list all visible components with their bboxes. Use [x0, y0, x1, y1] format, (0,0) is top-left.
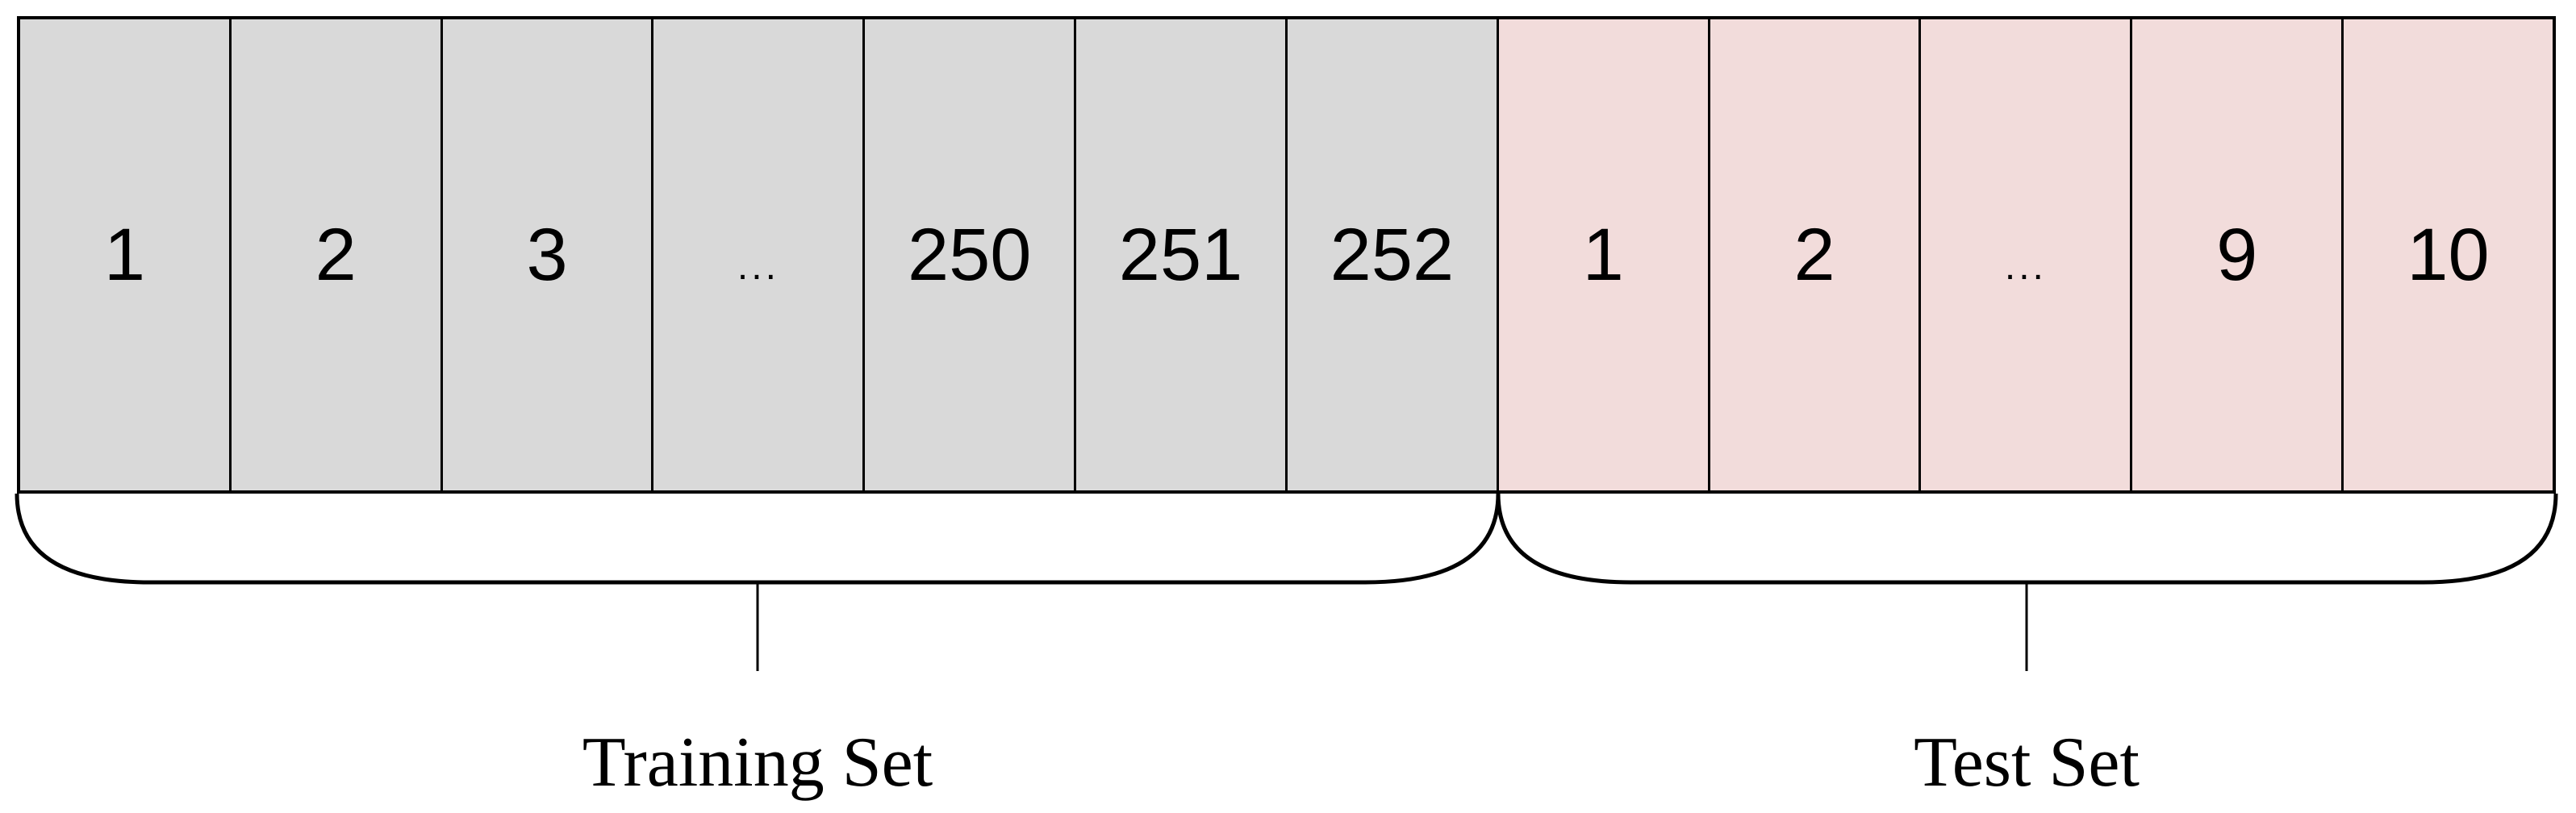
- test-cell: 9: [2132, 19, 2344, 490]
- training-cell-label: 251: [1118, 213, 1243, 296]
- training-cell: 250: [865, 19, 1077, 490]
- test-cell-label: 1: [1582, 213, 1624, 296]
- test-cell-label: ...: [2004, 244, 2047, 288]
- test-cell: 10: [2344, 19, 2553, 490]
- training-set-label: Training Set: [582, 723, 933, 802]
- training-cell-label: 3: [526, 213, 568, 296]
- training-cell-label: 2: [315, 213, 357, 296]
- test-cell-ellipsis: ...: [1921, 19, 2133, 490]
- test-set-label: Test Set: [1914, 723, 2140, 802]
- test-cell-label: 9: [2216, 213, 2258, 296]
- training-cell-label: ...: [737, 244, 779, 288]
- training-cell: 1: [20, 19, 232, 490]
- training-brace: [15, 493, 1501, 585]
- training-cell-label: 250: [907, 213, 1032, 296]
- training-cell: 3: [442, 19, 654, 490]
- training-cell: 252: [1287, 19, 1499, 490]
- training-cell-ellipsis: ...: [653, 19, 866, 490]
- sample-strip: 1 2 3 ... 250 251 252 1 2 ... 9 10: [17, 16, 2556, 494]
- training-cell: 251: [1076, 19, 1288, 490]
- test-brace: [1496, 493, 2558, 585]
- training-cell-label: 252: [1330, 213, 1455, 296]
- test-cell-label: 10: [2407, 213, 2490, 296]
- test-cell: 1: [1498, 19, 1710, 490]
- training-cell-label: 1: [103, 213, 145, 296]
- test-cell: 2: [1710, 19, 1922, 490]
- training-cell: 2: [231, 19, 443, 490]
- test-cell-label: 2: [1793, 213, 1835, 296]
